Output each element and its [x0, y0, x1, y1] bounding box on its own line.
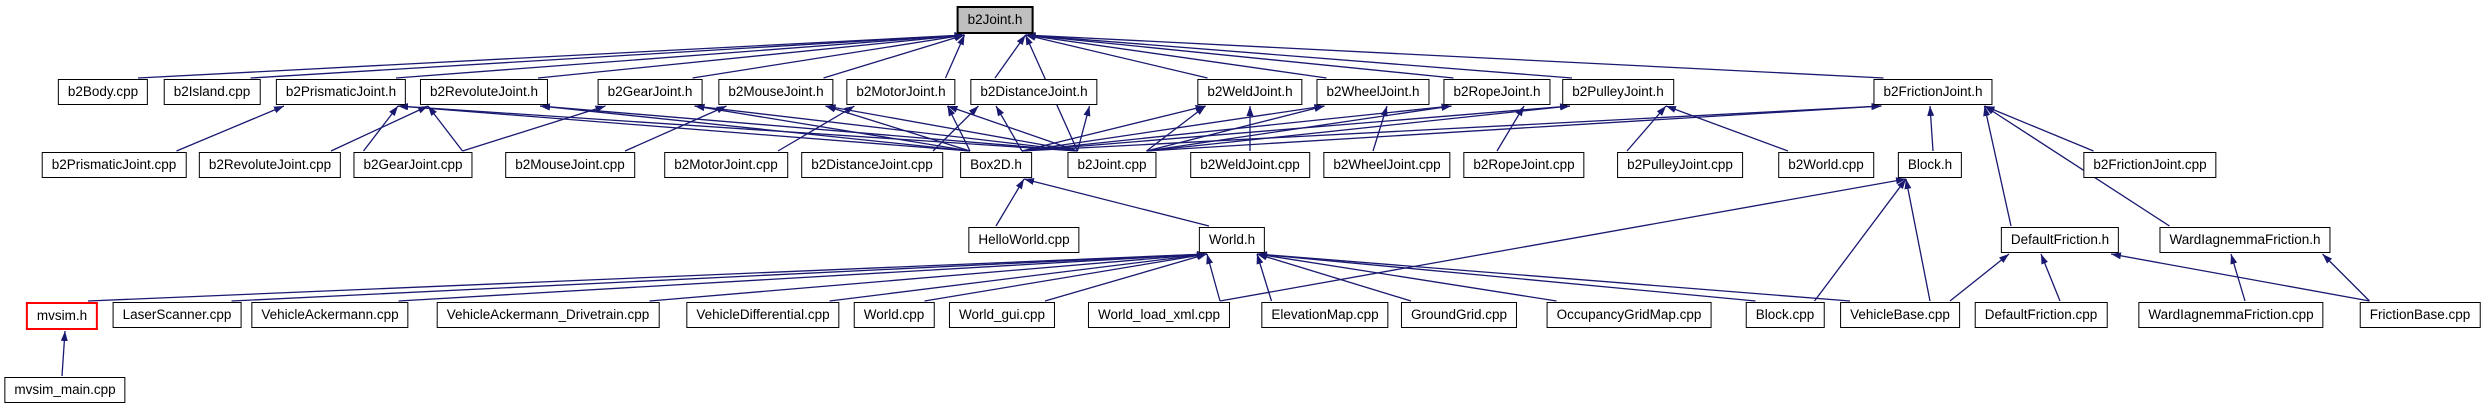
graph-node-block_h[interactable]: Block.h [1897, 152, 1963, 178]
graph-node-ackermann_dt_cpp[interactable]: VehicleAckermann_Drivetrain.cpp [436, 302, 660, 328]
graph-node-rope_h[interactable]: b2RopeJoint.h [1443, 79, 1551, 105]
graph-node-friction_h[interactable]: b2FrictionJoint.h [1873, 79, 1993, 105]
graph-node-groundgrid_cpp[interactable]: GroundGrid.cpp [1400, 302, 1518, 328]
graph-node-frictionjoint_cpp[interactable]: b2FrictionJoint.cpp [2083, 152, 2217, 178]
graph-node-defaultfriction_h[interactable]: DefaultFriction.h [2000, 227, 2120, 253]
graph-node-mouse_h[interactable]: b2MouseJoint.h [718, 79, 834, 105]
graph-node-prismatic_cpp[interactable]: b2PrismaticJoint.cpp [41, 152, 187, 178]
graph-node-elevation_cpp[interactable]: ElevationMap.cpp [1261, 302, 1389, 328]
graph-node-b2body_cpp[interactable]: b2Body.cpp [57, 79, 149, 105]
graph-node-world_load_cpp[interactable]: World_load_xml.cpp [1087, 302, 1231, 328]
graph-node-revolute_h[interactable]: b2RevoluteJoint.h [419, 79, 549, 105]
graph-node-vehiclebase_cpp[interactable]: VehicleBase.cpp [1840, 302, 1960, 328]
graph-node-ackermann_cpp[interactable]: VehicleAckermann.cpp [251, 302, 409, 328]
include-edges [60, 32, 2370, 377]
graph-node-distance_cpp[interactable]: b2DistanceJoint.cpp [801, 152, 943, 178]
graph-node-block_cpp[interactable]: Block.cpp [1745, 302, 1825, 328]
graph-node-frictionbase_cpp[interactable]: FrictionBase.cpp [2359, 302, 2481, 328]
graph-node-weld_cpp[interactable]: b2WeldJoint.cpp [1190, 152, 1310, 178]
graph-node-mvsim_h[interactable]: mvsim.h [25, 302, 99, 330]
graph-node-defaultfriction_cpp[interactable]: DefaultFriction.cpp [1974, 302, 2108, 328]
graph-node-laserscanner_cpp[interactable]: LaserScanner.cpp [112, 302, 242, 328]
graph-node-ward_h[interactable]: WardIagnemmaFriction.h [2159, 227, 2331, 253]
graph-node-b2island_cpp[interactable]: b2Island.cpp [163, 79, 261, 105]
graph-node-gear_cpp[interactable]: b2GearJoint.cpp [353, 152, 473, 178]
graph-node-distance_h[interactable]: b2DistanceJoint.h [970, 79, 1098, 105]
graph-node-world_cpp[interactable]: World.cpp [853, 302, 935, 328]
graph-node-wheel_cpp[interactable]: b2WheelJoint.cpp [1323, 152, 1451, 178]
graph-node-joint_h[interactable]: b2Joint.h [956, 6, 1034, 34]
graph-node-ward_cpp[interactable]: WardIagnemmaFriction.cpp [2138, 302, 2324, 328]
graph-node-motor_cpp[interactable]: b2MotorJoint.cpp [664, 152, 788, 178]
graph-node-gear_h[interactable]: b2GearJoint.h [597, 79, 703, 105]
graph-node-mvsim_main_cpp[interactable]: mvsim_main.cpp [4, 377, 126, 403]
graph-node-b2world_cpp[interactable]: b2World.cpp [1778, 152, 1874, 178]
graph-node-world_gui_cpp[interactable]: World_gui.cpp [948, 302, 1056, 328]
graph-node-helloworld_cpp[interactable]: HelloWorld.cpp [968, 227, 1080, 253]
graph-node-rope_cpp[interactable]: b2RopeJoint.cpp [1463, 152, 1585, 178]
graph-node-revolute_cpp[interactable]: b2RevoluteJoint.cpp [198, 152, 342, 178]
graph-node-wheel_h[interactable]: b2WheelJoint.h [1316, 79, 1430, 105]
graph-node-mouse_cpp[interactable]: b2MouseJoint.cpp [505, 152, 635, 178]
graph-node-differential_cpp[interactable]: VehicleDifferential.cpp [686, 302, 840, 328]
graph-node-joint_cpp[interactable]: b2Joint.cpp [1067, 152, 1157, 178]
graph-node-pulley_cpp[interactable]: b2PulleyJoint.cpp [1617, 152, 1743, 178]
graph-node-prismatic_h[interactable]: b2PrismaticJoint.h [275, 79, 407, 105]
graph-node-world_h[interactable]: World.h [1198, 227, 1266, 253]
graph-node-pulley_h[interactable]: b2PulleyJoint.h [1562, 79, 1674, 105]
graph-node-occupancy_cpp[interactable]: OccupancyGridMap.cpp [1546, 302, 1712, 328]
graph-node-box2d_h[interactable]: Box2D.h [960, 152, 1032, 178]
graph-node-weld_h[interactable]: b2WeldJoint.h [1197, 79, 1303, 105]
graph-node-motor_h[interactable]: b2MotorJoint.h [846, 79, 956, 105]
